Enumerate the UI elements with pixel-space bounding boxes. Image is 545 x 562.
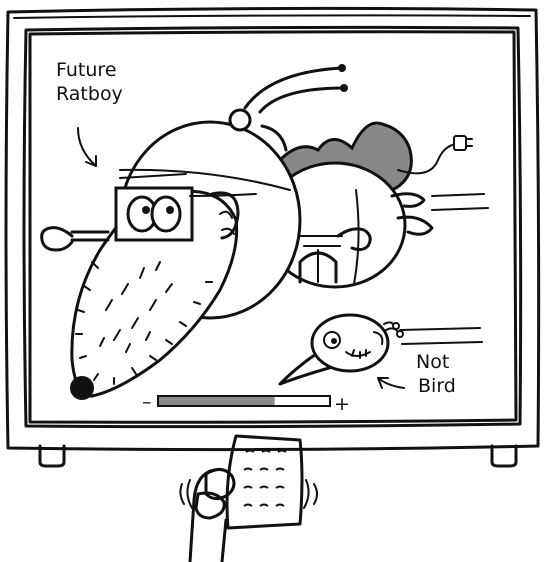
volume-level bbox=[159, 397, 275, 405]
svg-text:Not: Not bbox=[416, 351, 449, 373]
tv-picture bbox=[28, 30, 518, 424]
ratboy-nose bbox=[70, 376, 94, 400]
label-not-bird: Not Bird bbox=[377, 351, 456, 397]
tv-legs bbox=[38, 444, 518, 468]
tv-frame bbox=[4, 6, 541, 452]
remote-control-icon bbox=[225, 434, 304, 530]
label-future-ratboy: Future Ratboy bbox=[56, 59, 123, 167]
hand-with-remote bbox=[179, 434, 318, 562]
volume-minus: – bbox=[142, 391, 152, 413]
svg-text:Ratboy: Ratboy bbox=[56, 83, 123, 105]
volume-bar: – + bbox=[142, 391, 350, 415]
ratboy-snout bbox=[70, 189, 239, 398]
not-bird-figure bbox=[278, 313, 483, 386]
svg-text:Future: Future bbox=[56, 59, 117, 81]
plug-icon bbox=[453, 135, 473, 151]
volume-plus: + bbox=[334, 393, 350, 415]
ratboy-figure bbox=[40, 64, 489, 400]
svg-text:Bird: Bird bbox=[418, 375, 456, 397]
tv-screen bbox=[22, 25, 523, 429]
